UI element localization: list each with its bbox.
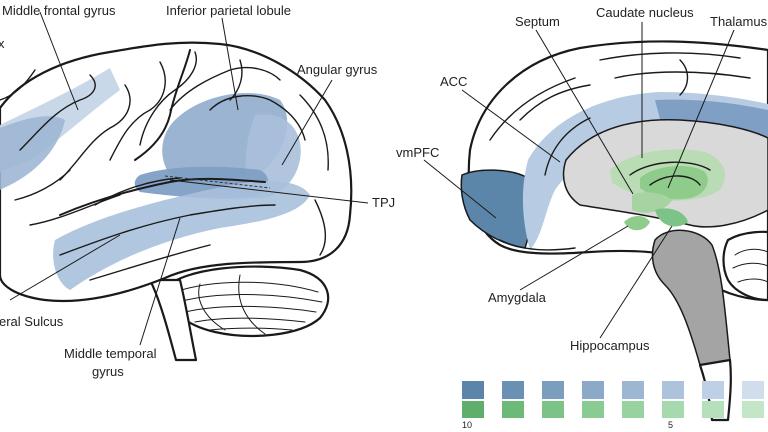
label-cortex-partial: x bbox=[0, 36, 5, 51]
scale-swatch-green bbox=[742, 401, 764, 418]
label-acc: ACC bbox=[440, 74, 467, 89]
medial-cerebellum bbox=[722, 230, 768, 302]
scale-swatch-green bbox=[502, 401, 524, 418]
hippocampus-region bbox=[655, 208, 688, 227]
scale-tick-label-mid: 5 bbox=[668, 420, 673, 430]
amygdala-region bbox=[624, 216, 650, 231]
label-inferior-parietal-lobule: Inferior parietal lobule bbox=[166, 3, 291, 18]
scale-swatch-blue bbox=[582, 381, 604, 399]
label-middle-temporal-gyrus-line1: Middle temporal bbox=[64, 346, 157, 361]
scale-swatch-green bbox=[582, 401, 604, 418]
scale-swatch-green bbox=[662, 401, 684, 418]
scale-swatch-blue bbox=[502, 381, 524, 399]
brainstem bbox=[148, 278, 198, 362]
label-caudate-nucleus: Caudate nucleus bbox=[596, 5, 694, 20]
septum-region bbox=[632, 192, 672, 213]
scale-swatch-blue bbox=[662, 381, 684, 399]
scale-swatch-blue bbox=[462, 381, 484, 399]
thalamus-region bbox=[640, 166, 708, 200]
label-tpj: TPJ bbox=[372, 195, 395, 210]
label-vmpfc: vmPFC bbox=[396, 145, 439, 160]
label-lateral-sulcus: eral Sulcus bbox=[0, 314, 64, 329]
scale-swatch-blue bbox=[622, 381, 644, 399]
scale-swatch-green bbox=[462, 401, 484, 418]
lateral-brain-view: x Middle frontal gyrus Inferior parietal… bbox=[0, 3, 395, 379]
middle-temporal-gyrus-region bbox=[53, 181, 310, 290]
scale-swatch-blue bbox=[542, 381, 564, 399]
label-amygdala: Amygdala bbox=[488, 290, 547, 305]
label-hippocampus: Hippocampus bbox=[570, 338, 650, 353]
label-thalamus: Thalamus bbox=[710, 14, 768, 29]
scale-swatch-blue bbox=[742, 381, 764, 399]
scale-swatch-green bbox=[622, 401, 644, 418]
color-scale bbox=[462, 381, 764, 418]
scale-tick-label-max: 10 bbox=[462, 420, 472, 430]
label-middle-frontal-gyrus: Middle frontal gyrus bbox=[2, 3, 116, 18]
vmpfc-region bbox=[460, 169, 534, 249]
label-septum: Septum bbox=[515, 14, 560, 29]
label-angular-gyrus: Angular gyrus bbox=[297, 62, 378, 77]
label-middle-temporal-gyrus-line2: gyrus bbox=[92, 364, 124, 379]
scale-swatch-green bbox=[542, 401, 564, 418]
scale-swatch-blue bbox=[702, 381, 724, 399]
cerebellum bbox=[163, 265, 330, 337]
scale-swatch-green bbox=[702, 401, 724, 418]
frontal-region bbox=[0, 116, 65, 190]
medial-brain-view: Septum Caudate nucleus Thalamus ACC vmPF… bbox=[396, 5, 768, 422]
